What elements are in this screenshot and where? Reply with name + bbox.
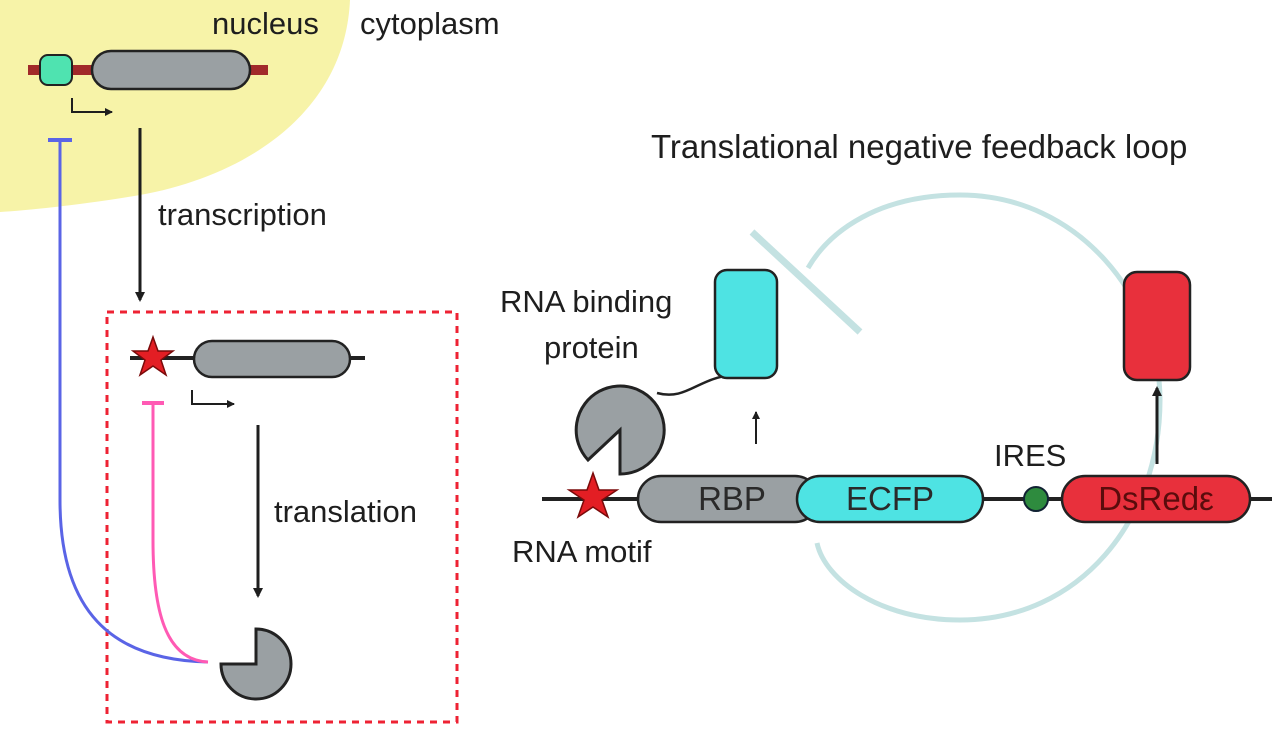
mrna-construct-left bbox=[130, 334, 365, 408]
ecfp-protein bbox=[713, 268, 779, 380]
rna-motif-star-left bbox=[130, 334, 176, 377]
protein-pacman-left bbox=[219, 627, 293, 701]
feedback-loop-title: Translational negative feedback loop bbox=[651, 128, 1187, 165]
nucleus-label: nucleus bbox=[212, 6, 319, 41]
repression-line-blue bbox=[58, 140, 209, 664]
translation-start-arrow bbox=[191, 390, 235, 408]
mrna-construct-right bbox=[542, 470, 1272, 524]
nucleus-region bbox=[0, 0, 350, 212]
rbp-pacman bbox=[574, 384, 666, 476]
dashed-box bbox=[105, 310, 459, 724]
transcription-label: transcription bbox=[158, 197, 327, 232]
rna-binding-protein-label-line2: protein bbox=[544, 330, 639, 365]
transcription-start-arrow bbox=[71, 98, 113, 116]
rbp-segment-label: RBP bbox=[698, 480, 766, 517]
cytoplasm-label: cytoplasm bbox=[360, 6, 500, 41]
ecfp-segment bbox=[795, 474, 985, 524]
dsred-segment-label: DsRedε bbox=[1098, 480, 1214, 517]
feedback-loop-arc bbox=[805, 192, 1163, 623]
dsred-segment bbox=[1060, 474, 1252, 524]
fusion-protein bbox=[574, 268, 779, 476]
repression-line-pink bbox=[151, 403, 209, 664]
rna-motif-label: RNA motif bbox=[512, 534, 652, 569]
translation-label: translation bbox=[274, 494, 417, 529]
ires-label: IRES bbox=[994, 438, 1066, 473]
nuclear-gene bbox=[28, 49, 268, 116]
rna-binding-protein-label-line1: RNA binding bbox=[500, 284, 672, 319]
dsred-protein bbox=[1122, 270, 1192, 382]
gene-body-mrna bbox=[192, 339, 352, 379]
ires-site bbox=[1023, 486, 1049, 512]
rna-motif-star-right bbox=[566, 470, 620, 519]
gene-body-top bbox=[90, 49, 252, 91]
promoter-box bbox=[39, 54, 73, 86]
feedback-loop-inhibition-bar bbox=[749, 229, 863, 335]
ecfp-segment-label: ECFP bbox=[846, 480, 934, 517]
